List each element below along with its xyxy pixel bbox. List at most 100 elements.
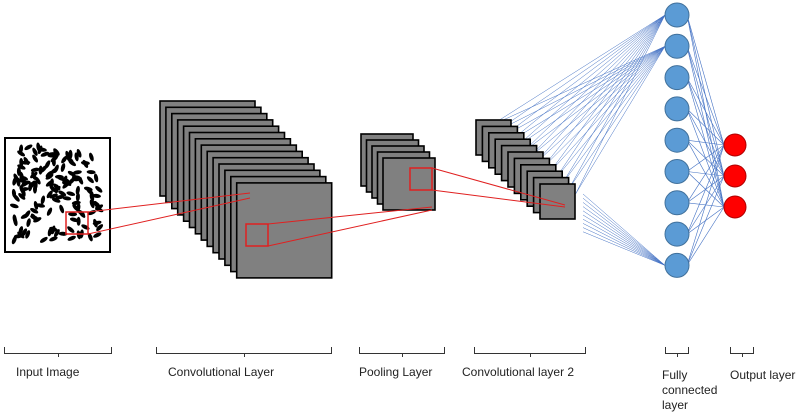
texture-blob (33, 200, 39, 210)
texture-blob (16, 166, 21, 176)
texture-blob (67, 235, 76, 241)
texture-blob (49, 193, 58, 199)
texture-blob (40, 195, 46, 205)
connection-line (496, 14, 666, 132)
connection-line (562, 14, 666, 184)
connection-line (686, 144, 725, 203)
texture-blob (67, 170, 76, 177)
connection-line (686, 206, 725, 266)
texture-blob (58, 231, 68, 236)
connection-line (575, 46, 666, 194)
connection-line (686, 144, 725, 172)
texture-blob (75, 192, 80, 202)
texture-blob (93, 173, 99, 183)
connection-line (529, 46, 666, 158)
texture-blob (59, 204, 65, 214)
connection-line (582, 218, 666, 266)
texture-blob (49, 236, 58, 242)
pooling-layer-brace (359, 347, 445, 357)
texture-blob (87, 232, 93, 242)
texture-blob (62, 175, 68, 185)
texture-blob (34, 176, 41, 185)
texture-blob (62, 196, 72, 201)
connection-line (522, 14, 666, 153)
texture-blob (32, 154, 39, 163)
connection-line (522, 46, 666, 153)
texture-blob (55, 195, 65, 200)
texture-blob (39, 236, 48, 243)
texture-blob (19, 175, 29, 181)
connection-line (686, 144, 725, 266)
connection-line (503, 46, 666, 137)
connection-line (509, 46, 666, 142)
conv-receptive-field (245, 223, 269, 247)
connection-line (529, 14, 666, 158)
texture-blob (38, 165, 43, 175)
texture-blob (92, 220, 102, 226)
texture-blob (61, 155, 68, 164)
connection-line (516, 46, 666, 148)
texture-blob (30, 213, 38, 222)
texture-blob (76, 216, 81, 226)
pooling-layer-stack (360, 133, 436, 211)
connection-line (542, 46, 666, 168)
connection-line (496, 46, 666, 132)
texture-blob (66, 191, 76, 196)
texture-blob (75, 185, 80, 195)
output-node (723, 164, 747, 188)
fully-connected-node (664, 65, 690, 91)
texture-blob (76, 230, 81, 240)
texture-blob (46, 190, 53, 199)
fully-connected-connections (489, 14, 725, 266)
texture-blob (33, 217, 42, 223)
connection-line (536, 46, 666, 163)
texture-blob (49, 226, 58, 232)
texture-blob (11, 188, 17, 198)
connection-line (509, 14, 666, 142)
texture-blob (23, 157, 30, 165)
connection-line (582, 206, 666, 266)
texture-blob (25, 230, 31, 239)
input-receptive-field (65, 211, 89, 235)
texture-blob (36, 142, 41, 152)
texture-blob (40, 151, 50, 157)
fully-connected-node (664, 159, 690, 184)
neuron-nodes (664, 2, 747, 278)
connection-line (568, 14, 666, 189)
texture-blob (54, 174, 64, 179)
texture-blob (51, 157, 56, 167)
texture-blob (86, 170, 96, 175)
connection-line (582, 210, 666, 266)
input-image (4, 137, 111, 253)
convolutional-layer-2-stack (475, 119, 576, 220)
texture-blob (68, 212, 78, 217)
projection-line (431, 189, 566, 208)
texture-blob (96, 224, 104, 232)
fully-connected-node (664, 33, 690, 59)
connection-line (582, 214, 666, 266)
texture-blob (68, 177, 76, 185)
projection-line (267, 206, 433, 225)
connection-line (582, 193, 666, 266)
connection-line (489, 14, 666, 127)
projection-line (87, 197, 251, 235)
receptive-field-projection-lines (87, 167, 566, 247)
texture-blob (32, 147, 38, 156)
texture-blob (68, 159, 77, 167)
texture-blob (60, 163, 66, 172)
connection-line (582, 227, 666, 266)
connection-line (549, 14, 666, 173)
connection-line (686, 108, 725, 146)
texture-blob (91, 200, 100, 207)
texture-blob (50, 167, 58, 175)
conv-layer-brace (156, 347, 332, 357)
connection-line (575, 14, 666, 194)
connection-line (582, 231, 666, 266)
texture-blob (28, 182, 38, 187)
connection-line (686, 14, 725, 146)
connection-line (686, 144, 725, 235)
fully-connected-node (664, 2, 690, 28)
conv-layer-2-brace (474, 347, 586, 357)
connection-line (555, 46, 666, 179)
connection-line (536, 14, 666, 163)
